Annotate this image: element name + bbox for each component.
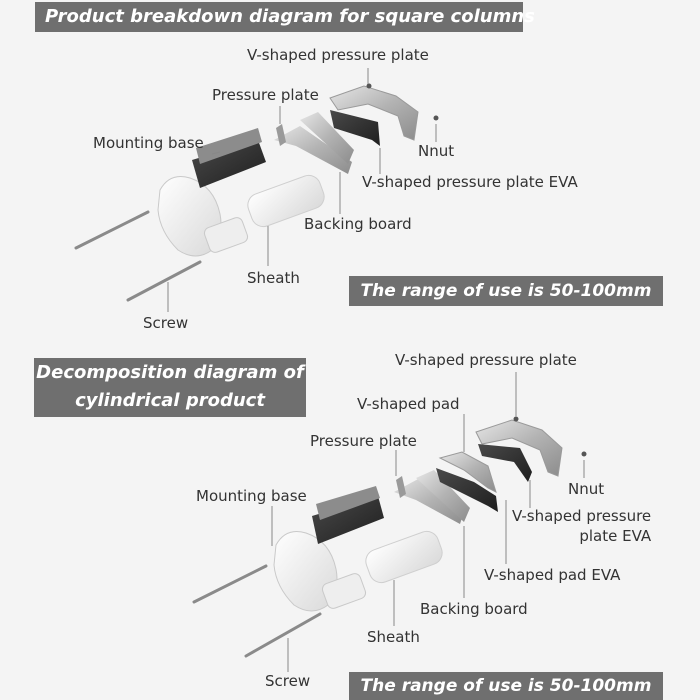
cylinder-range-banner: The range of use is 50-100mm <box>349 672 663 700</box>
cylinder-title-line-2: cylindrical product <box>75 390 265 411</box>
cylinder-title-line-1: Decomposition diagram of <box>36 362 304 383</box>
label-sheath-top: Sheath <box>247 269 300 287</box>
v-plate-top <box>329 85 419 141</box>
mounting-base-bottom <box>273 531 367 612</box>
label-v-shaped-pad-eva-bottom: V-shaped pad EVA <box>484 566 621 584</box>
v-plate-eva-top <box>330 110 380 146</box>
dark-bracket-bottom <box>312 486 384 544</box>
v-plate-bottom <box>475 419 563 477</box>
label-v-shaped-pressure-plate-top: V-shaped pressure plate <box>247 46 429 64</box>
label-backing-board-bottom: Backing board <box>420 600 528 618</box>
square-range-banner: The range of use is 50-100mm <box>349 276 663 306</box>
v-pad-eva-bottom <box>436 468 498 512</box>
label-nnut-bottom: Nnut <box>568 480 605 498</box>
nnut-top <box>366 83 439 121</box>
label-screw-bottom: Screw <box>265 672 311 690</box>
v-plate-eva-bottom <box>478 444 532 482</box>
v-plate-eva-line-2: plate EVA <box>579 527 652 545</box>
sheath-top <box>247 174 325 228</box>
label-v-shaped-pressure-plate-bottom: V-shaped pressure plate <box>395 351 577 369</box>
dark-bracket-top <box>192 128 266 188</box>
pressure-plate-bottom <box>394 476 464 524</box>
label-backing-board-top: Backing board <box>304 215 412 233</box>
square-section-title-banner: Product breakdown diagram for square col… <box>35 2 535 32</box>
backing-board-top <box>300 112 354 164</box>
backing-board-bottom <box>416 470 470 522</box>
sheath-bottom <box>365 530 443 584</box>
v-pad-bottom <box>438 451 497 493</box>
mounting-base-top <box>157 176 249 257</box>
screws-bottom <box>192 564 322 658</box>
screws-top <box>74 210 202 302</box>
label-mounting-base-bottom: Mounting base <box>196 487 307 505</box>
label-screw-top: Screw <box>143 314 189 332</box>
label-sheath-bottom: Sheath <box>367 628 420 646</box>
label-v-shaped-pad-bottom: V-shaped pad <box>357 395 460 413</box>
v-plate-eva-line-1: V-shaped pressure <box>512 507 652 525</box>
label-v-shaped-pressure-plate-eva-bottom: V-shaped pressure plate EVA <box>512 507 651 545</box>
nnut-bottom <box>513 416 587 457</box>
label-mounting-base-top: Mounting base <box>93 134 204 152</box>
label-nnut-top: Nnut <box>418 142 455 160</box>
label-pressure-plate-bottom: Pressure plate <box>310 432 417 450</box>
leader-lines-bottom <box>271 372 585 672</box>
label-pressure-plate-top: Pressure plate <box>212 86 319 104</box>
leader-lines-top <box>167 68 437 312</box>
cylinder-section-title-banner: Decomposition diagram of cylindrical pro… <box>34 358 306 417</box>
pressure-plate-top <box>274 124 352 174</box>
label-v-shaped-pressure-plate-eva-top: V-shaped pressure plate EVA <box>362 173 578 191</box>
